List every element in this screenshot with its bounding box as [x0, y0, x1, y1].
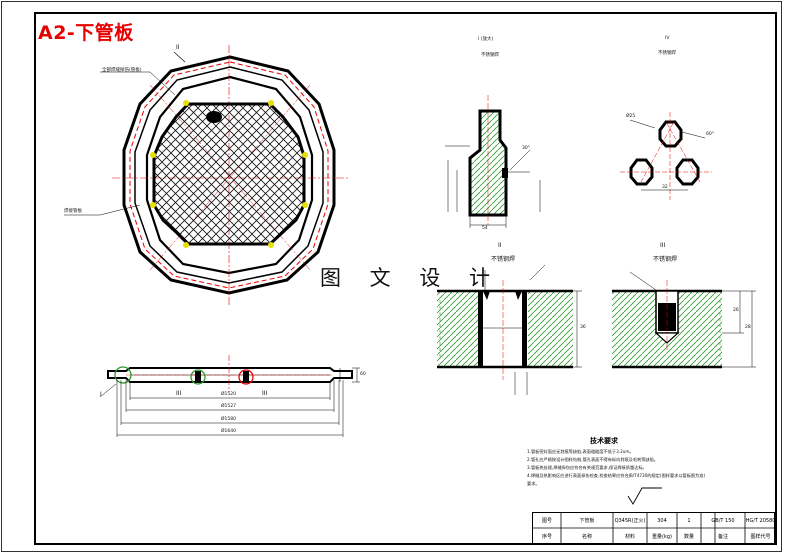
tb-cell: 图样代号 — [750, 534, 771, 540]
section-label-iii-b: III — [262, 390, 268, 397]
detail-i-title: I (放大) — [478, 37, 494, 42]
detail-iii-title: III — [660, 242, 666, 249]
tb-cell: GB/T 150 — [711, 518, 735, 524]
plan-view — [64, 45, 348, 305]
title-block-grid — [533, 513, 774, 543]
detail-i-sub: 不锈钢焊 — [481, 53, 499, 58]
plan-label-left: 焊接管板 — [64, 209, 82, 214]
plan-tube-field — [152, 102, 306, 246]
requirements-title: 技术要求 — [590, 437, 618, 445]
detail-iii-circle — [238, 369, 254, 385]
detail-ii — [437, 264, 582, 395]
detail-iv-sub: 不锈钢焊 — [658, 51, 676, 56]
drawing-frame — [34, 12, 777, 545]
dim-36: 36 — [580, 325, 586, 330]
title-block-row-2: 序号 名称 材料 重量(kg) 数量 备注 图样代号 — [533, 529, 774, 545]
dim-d2: Ø1527 — [221, 404, 236, 409]
dim-30-angle: 30° — [522, 146, 530, 151]
detail-iv-title: IV — [665, 36, 670, 41]
detail-ii-title: II — [498, 242, 502, 249]
plan-callout-ii: II — [176, 44, 180, 51]
requirement-item: 2.管孔应严格按设计图样钻制,管孔表面不得有纵向划痕及毛刺等缺陷。 — [527, 457, 658, 462]
tb-cell: 名称 — [581, 534, 592, 540]
requirement-item: 1.管板密封面应无划痕等缺陷,表面粗糙度不低于3.2um。 — [527, 449, 634, 454]
dim-hole: Ø25 — [626, 114, 636, 119]
detail-ii-tube-right — [522, 291, 527, 367]
tb-cell: 数量 — [683, 534, 694, 540]
detail-i — [445, 95, 541, 228]
tb-cell: 304 — [657, 518, 667, 524]
tb-cell: 材料 — [624, 534, 635, 540]
dim-60-angle: 60° — [706, 132, 714, 137]
detail-iii — [612, 271, 756, 369]
watermark-text: 图 文 设 计 — [320, 266, 502, 290]
detail-ii-circle — [190, 369, 206, 385]
dim-d3: Ø1580 — [221, 417, 236, 422]
dim-26: 26 — [733, 308, 739, 313]
plan-label-top: 全部焊缝探伤(管板) — [102, 68, 142, 73]
tb-cell: 1 — [687, 518, 691, 524]
plan-pass-partition — [206, 111, 222, 123]
dim-28: 28 — [745, 325, 751, 330]
plan-bolt-circle — [129, 61, 329, 289]
dim-d4: Ø1640 — [221, 429, 236, 434]
dim-pitch: 32 — [662, 185, 668, 190]
tube-hole-top — [658, 120, 683, 148]
sheet-title-tag: A2-下管板 — [38, 22, 134, 44]
tb-cell: HG/T 20580 — [745, 518, 776, 524]
requirement-item: 要求。 — [527, 481, 540, 486]
detail-ii-tube-left — [478, 291, 483, 367]
requirement-item: 4.焊缝及热影响区应进行表面探伤检查,检查结果应符合JB/T4730的规定(图样… — [527, 473, 706, 478]
tb-cell: 序号 — [541, 534, 552, 540]
tb-cell: 重量(kg) — [652, 534, 672, 540]
tb-cell: Q345R(正火) — [614, 518, 646, 524]
dim-h1: 60 — [360, 372, 366, 377]
title-block-row-1: 图号 下管板 Q345R(正火) 304 1 GB/T 150 HG/T 205… — [533, 513, 776, 529]
section-label-i: I — [100, 391, 102, 398]
tb-cell: 下管板 — [579, 518, 595, 524]
tb-cell: 图号 — [541, 518, 552, 524]
detail-ii-sub: 不锈钢焊 — [491, 256, 516, 263]
plan-tie-rods — [150, 100, 308, 248]
section-label-iii-a: III — [176, 390, 182, 397]
detail-iii-sub: 不锈钢焊 — [653, 256, 678, 263]
section-view — [99, 355, 360, 437]
title-block: 图号 下管板 Q345R(正火) 304 1 GB/T 150 HG/T 205… — [532, 512, 775, 544]
dim-d1: Ø1520 — [221, 392, 236, 397]
roughness-symbol — [627, 487, 662, 505]
detail-i-circle — [114, 366, 132, 384]
detail-iv — [620, 112, 712, 200]
tb-cell: 备注 — [717, 534, 728, 540]
requirement-item: 3.管板热处理,焊缝探伤应符合有关规范要求,保证焊接质量达标。 — [527, 465, 647, 470]
dim-54: 54 — [482, 226, 488, 231]
